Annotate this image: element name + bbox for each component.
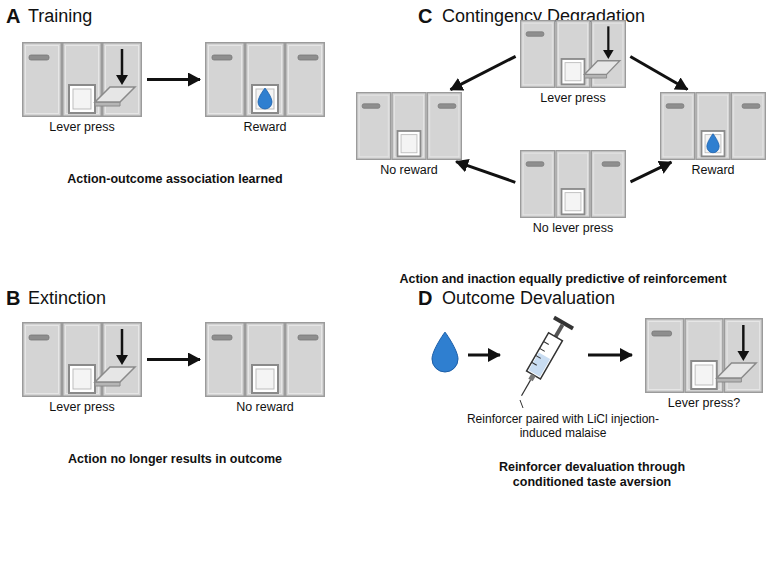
chamber-label: No lever press [520,221,626,235]
panel-letter: D [418,286,432,310]
flow-arrow [147,78,200,81]
operant-chamber [205,322,325,397]
panel-letter: C [418,4,432,28]
flow-arrow [456,162,515,183]
operant-chamber [520,20,626,88]
chamber-node: Reward [205,42,325,134]
flow-arrow [451,56,516,89]
chamber-node: No lever press [520,150,626,235]
operant-chamber [205,42,325,117]
chamber-label: Lever press [22,120,142,134]
chamber-node: Lever press [22,42,142,134]
operant-chamber [520,150,626,218]
chamber-node: Lever press [22,322,142,414]
panel-caption: Action and inaction equally predictive o… [363,272,763,287]
syringe [512,316,574,401]
panel-letter: A [6,4,20,28]
chamber-label: Reward [660,163,766,177]
panel-title: Training [28,6,92,28]
flow-arrow [588,354,632,357]
panel-caption: Action no longer results in outcome [25,452,325,467]
panel-caption: Reinforcer devaluation through condition… [467,460,717,490]
leader-line [520,400,523,408]
panel-title: Outcome Devaluation [442,288,615,310]
chamber-node: Lever press [520,20,626,105]
panel-title: Extinction [28,288,106,310]
panel-letter: B [6,286,20,310]
flow-arrow [631,162,672,182]
operant-chamber [356,92,462,160]
chamber-node: Reward [660,92,766,177]
chamber-label: Lever press? [645,396,763,410]
flow-arrow [630,57,687,90]
chamber-node: Lever press? [645,318,763,410]
flow-arrow [147,358,200,361]
chamber-label: Reward [205,120,325,134]
operant-chamber [645,318,763,393]
reinforcer-drop [432,332,458,372]
chamber-label: No reward [205,400,325,414]
panel-caption: Action-outcome association learned [25,172,325,187]
operant-chamber [660,92,766,160]
chamber-node: No reward [205,322,325,414]
chamber-label: No reward [356,163,462,177]
flow-arrow [468,354,500,357]
chamber-label: Lever press [22,400,142,414]
operant-chamber [22,322,142,397]
chamber-label: Lever press [520,91,626,105]
chamber-node: No reward [356,92,462,177]
operant-chamber [22,42,142,117]
callout-note: Reinforcer paired with LiCl injection-in… [458,412,668,441]
